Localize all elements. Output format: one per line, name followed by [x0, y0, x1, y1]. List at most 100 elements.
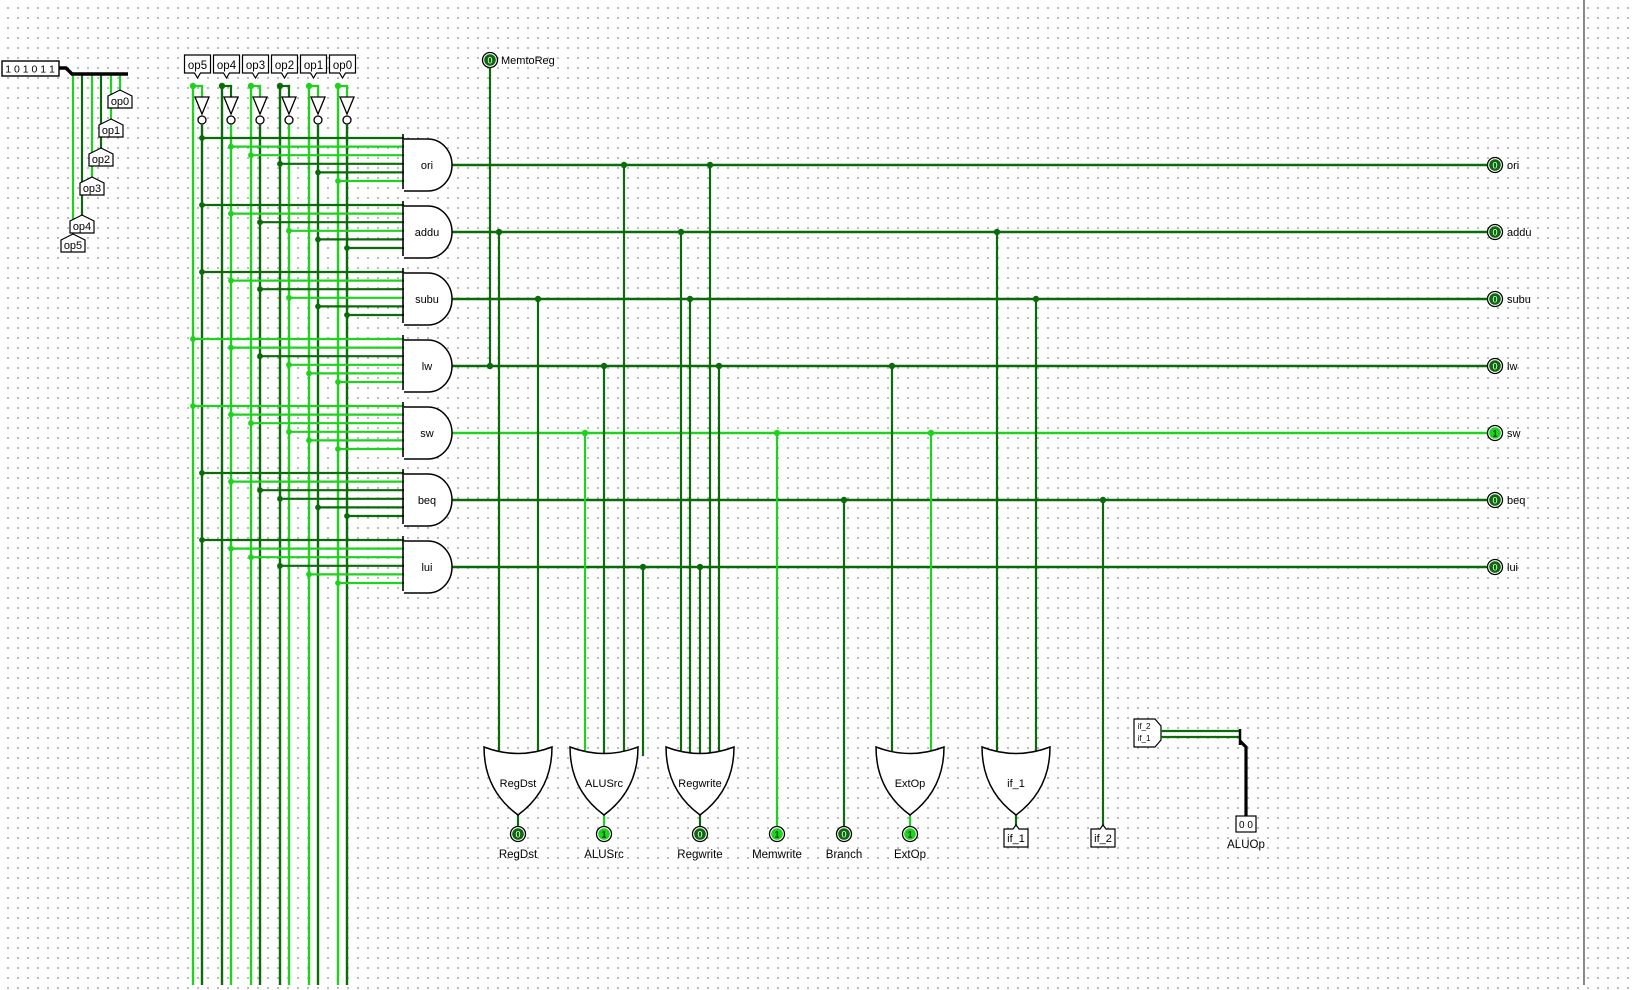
junction-dot — [199, 202, 205, 208]
output-pin-value: 1 — [601, 830, 606, 840]
output-pin-fill — [771, 828, 783, 840]
not-bubble — [313, 115, 323, 125]
opcode-input-bits: 1 0 1 0 1 1 — [5, 64, 55, 76]
tunnel-label: op4 — [73, 221, 91, 233]
junction-dot — [248, 420, 254, 427]
and-gate-label: sw — [420, 428, 434, 440]
not-gate-op4 — [223, 96, 239, 125]
junction-dot — [248, 152, 254, 159]
output-pin-label: Memwrite — [752, 849, 802, 861]
tunnel-shape — [88, 147, 114, 167]
tunnel-if_2: if_2 — [1090, 824, 1116, 848]
junction-dot — [228, 545, 234, 552]
output-pin-value: 1 — [907, 830, 912, 840]
output-pin-fill — [512, 828, 524, 840]
and-gate-body — [404, 406, 453, 460]
junction-dot — [620, 161, 628, 169]
not-triangle — [252, 96, 268, 116]
output-pin-fill — [1489, 561, 1501, 573]
output-pin-label: Regwrite — [677, 849, 722, 861]
output-pin-sw: 1 sw — [1486, 424, 1521, 442]
tunnel-label: if_1 — [1007, 833, 1025, 845]
tunnel-label: op3 — [246, 60, 265, 72]
junction-dot — [257, 353, 263, 360]
not-gate-op2 — [281, 96, 297, 125]
output-pin-fill — [1489, 226, 1501, 238]
output-pin-label: RegDst — [499, 849, 538, 861]
junction-dot — [190, 403, 196, 409]
junction-dot — [286, 361, 292, 368]
and-gate-lw: lw — [404, 339, 453, 393]
junction-dot — [927, 429, 935, 437]
opcode-tunnel-op0: op0 — [107, 89, 133, 109]
junction-dot — [228, 277, 234, 284]
not-triangle — [310, 96, 326, 116]
junction-dot — [335, 446, 341, 452]
and-gate-label: subu — [415, 294, 439, 306]
tunnel-shape — [60, 233, 86, 253]
tunnel-label: op3 — [83, 183, 101, 195]
junction-dot — [306, 437, 312, 444]
top-tunnel-op1: op1 — [299, 54, 328, 80]
output-pin-value: 0 — [515, 830, 520, 840]
junction-dot — [344, 513, 350, 519]
and-gate-body — [404, 473, 453, 527]
junction-dot — [228, 478, 234, 485]
tunnel-shape — [212, 54, 241, 80]
or-gate-RegDst: RegDst — [483, 745, 553, 816]
and-gate-body — [404, 138, 453, 192]
output-pin-label: sw — [1507, 428, 1521, 440]
output-pin-fill — [1489, 427, 1501, 439]
junction-dot — [247, 82, 255, 90]
opcode-input-pin: 1 0 1 0 1 1 — [1, 60, 128, 77]
opcode-bus — [59, 66, 128, 76]
and-gate-label: lui — [421, 562, 432, 574]
and-gate-lui: lui — [404, 540, 453, 594]
and-gate-body — [404, 339, 453, 393]
not-triangle — [194, 96, 210, 116]
output-pin-label: subu — [1507, 294, 1531, 306]
junction-dot — [305, 82, 313, 90]
output-pin-fill — [1489, 494, 1501, 506]
aluop-tunnel-stack — [1133, 718, 1162, 748]
or-gate-label: ALUSrc — [585, 778, 623, 790]
junction-dot — [286, 428, 292, 435]
not-gate-op0 — [339, 96, 355, 125]
top-tunnel-op0: op0 — [328, 54, 357, 80]
junction-dot — [315, 504, 321, 511]
and-gate-ori: ori — [404, 138, 453, 192]
top-tunnel-op4: op4 — [212, 54, 241, 80]
and-gate-addu: addu — [404, 205, 453, 259]
aluop-pin-value: 0 0 — [1239, 820, 1253, 831]
aluop-pin-box — [1235, 815, 1257, 833]
tunnel-shape — [270, 54, 299, 80]
output-pin-fill — [484, 54, 496, 66]
tunnel-label: op5 — [188, 60, 207, 72]
junction-dot — [277, 562, 283, 569]
tunnel-shape — [98, 118, 124, 138]
output-pin-value: 0 — [1492, 362, 1497, 372]
output-pin-label: ori — [1507, 160, 1519, 172]
junction-dot — [696, 563, 704, 571]
and-gate-body — [404, 540, 453, 594]
or-gate-body — [483, 745, 553, 816]
output-pin-value: 1 — [1492, 429, 1497, 439]
opcode-tunnel-op5: op5 — [60, 233, 86, 253]
aluop-tunnel-if_1: if_1 — [1138, 734, 1151, 743]
or-gate-Regwrite: Regwrite — [665, 745, 735, 816]
tunnel-label: op2 — [275, 60, 294, 72]
junction-dot — [1099, 496, 1107, 504]
junction-dot — [600, 362, 608, 370]
junction-dot — [993, 228, 1001, 236]
junction-dot — [495, 228, 503, 236]
